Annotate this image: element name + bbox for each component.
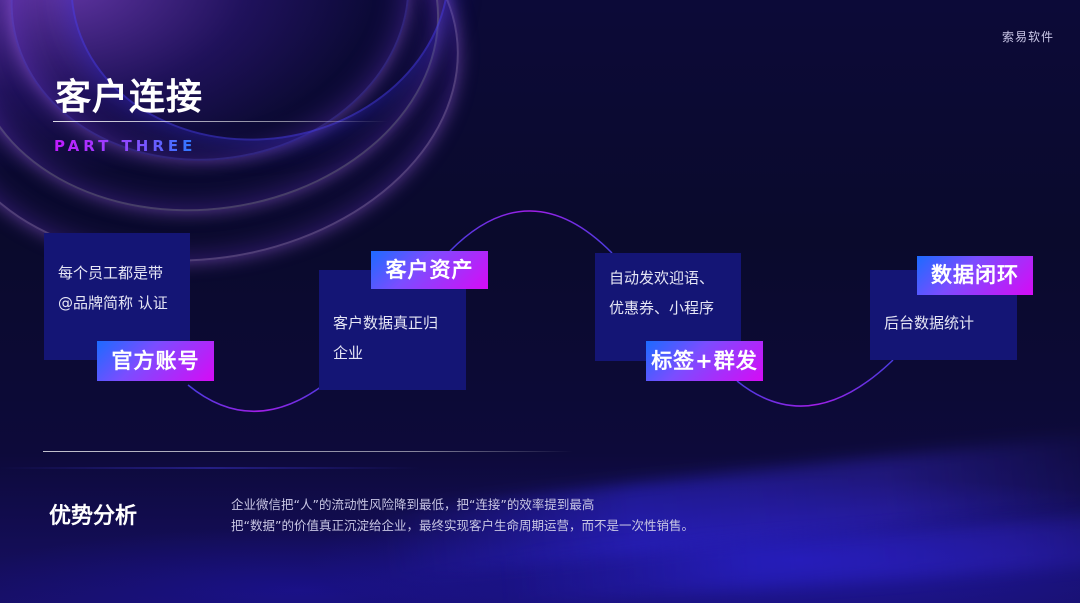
page-title: 客户连接	[55, 77, 204, 118]
step-tag-3: 标签+群发	[646, 341, 763, 381]
title-underline	[53, 121, 388, 122]
advantage-title: 优势分析	[49, 503, 138, 529]
step-tag-1: 官方账号	[97, 341, 214, 381]
step-4-text-line: 后台数据统计	[884, 314, 975, 332]
advantage-line-1: 企业微信把“人”的流动性风险降到最低，把“连接”的效率提到最高	[231, 497, 595, 512]
page-subtitle: PART THREE	[54, 137, 197, 155]
advantage-line-2: 把“数据”的价值真正沉淀给企业，最终实现客户生命周期运营，而不是一次性销售。	[231, 518, 694, 533]
section-divider	[43, 451, 573, 452]
step-tag-4: 数据闭环	[917, 256, 1033, 295]
step-card-1: 每个员工都是带 @品牌简称 认证	[44, 233, 190, 360]
step-3-text-line: 自动发欢迎语、	[609, 269, 715, 287]
step-1-text-line: @品牌简称 认证	[58, 294, 168, 312]
advantage-description: 企业微信把“人”的流动性风险降到最低，把“连接”的效率提到最高 把“数据”的价值…	[231, 494, 694, 536]
step-2-text-line: 客户数据真正归	[333, 314, 439, 332]
brand-label: 索易软件	[1001, 30, 1054, 44]
step-1-text-line: 每个员工都是带	[58, 264, 164, 282]
section-glow-line	[0, 467, 420, 469]
step-tag-2: 客户资产	[371, 251, 488, 289]
step-card-2: 客户数据真正归 企业	[319, 270, 466, 390]
step-2-text-line: 企业	[333, 344, 364, 362]
step-3-text-line: 优惠券、小程序	[609, 299, 715, 317]
